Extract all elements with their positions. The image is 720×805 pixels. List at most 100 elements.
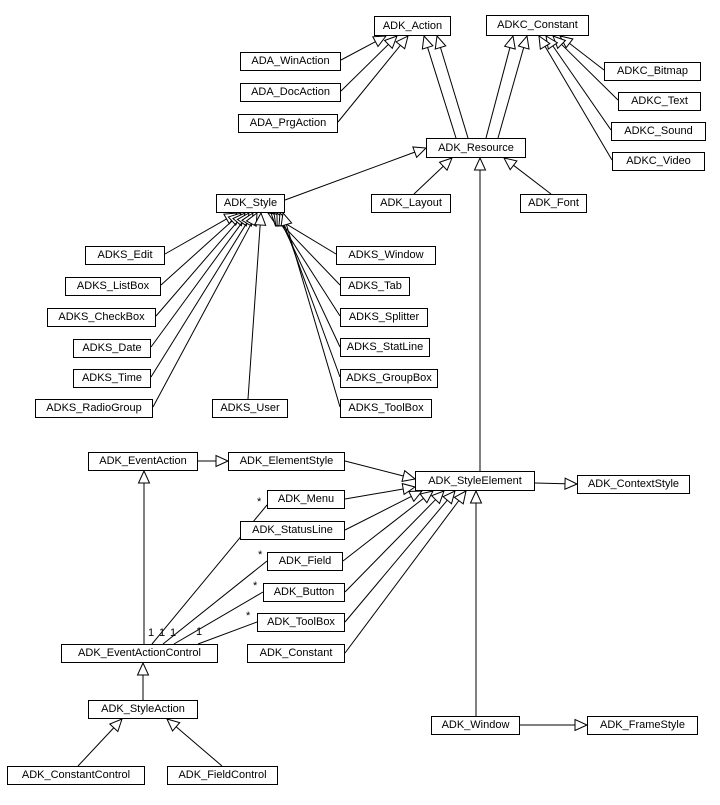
class-box-ADKS_RadioGroup: ADKS_RadioGroup [35, 399, 153, 418]
inheritance-arrowhead [395, 35, 409, 50]
inheritance-arrowhead [408, 490, 424, 503]
class-box-ADKC_Sound: ADKC_Sound [611, 122, 706, 141]
class-box-ADK_ContextStyle: ADK_ContextStyle [577, 475, 690, 494]
class-box-ADKC_Text: ADKC_Text [618, 92, 701, 111]
class-box-ADK_FieldControl: ADK_FieldControl [167, 766, 278, 785]
class-box-ADKS_ListBox: ADKS_ListBox [65, 277, 161, 296]
class-box-ADKC_Bitmap: ADKC_Bitmap [604, 62, 701, 81]
inheritance-edge-line [340, 44, 389, 92]
multiplicity-label: 1 [159, 627, 165, 639]
class-box-ADKC_Video: ADKC_Video [612, 152, 705, 171]
inheritance-edge-line [544, 46, 613, 161]
inheritance-edge-line [284, 151, 415, 201]
class-box-ADK_Resource: ADK_Resource [426, 138, 526, 158]
inheritance-edge-line [175, 726, 223, 767]
class-box-ADKS_Splitter: ADKS_Splitter [340, 308, 428, 327]
inheritance-arrowhead [574, 718, 589, 732]
inheritance-arrowhead [503, 157, 518, 171]
inheritance-edge-line [344, 499, 436, 593]
class-box-ADK_ElementStyle: ADK_ElementStyle [228, 452, 345, 471]
multiplicity-label: 1 [196, 626, 202, 638]
multiplicity-label: * [258, 549, 263, 561]
class-box-ADK_EventActionControl: ADK_EventActionControl [61, 644, 218, 663]
multiplicity-label: * [253, 580, 258, 592]
inheritance-edge-line [513, 164, 552, 195]
inheritance-edge-line [427, 47, 457, 139]
inheritance-arrowhead [434, 34, 447, 50]
multiplicity-label: * [246, 610, 251, 622]
inheritance-edge-line [337, 44, 401, 123]
class-box-ADK_Font: ADK_Font [520, 194, 587, 213]
inheritance-arrowhead [166, 718, 181, 732]
inheritance-edge-line [160, 220, 233, 286]
class-box-ADKS_Tab: ADKS_Tab [340, 277, 410, 296]
inheritance-edge-line [77, 727, 115, 767]
inheritance-edge-line [344, 488, 404, 500]
inheritance-edge-line [344, 495, 412, 531]
class-box-ADK_Style: ADK_Style [216, 194, 285, 213]
inheritance-edge-line [278, 221, 341, 286]
inheritance-arrowhead [421, 34, 434, 50]
inheritance-edge-line [569, 42, 605, 71]
class-box-ADKS_User: ADKS_User [212, 399, 288, 418]
class-box-ADK_ToolBox: ADK_ToolBox [257, 613, 345, 632]
association-edge-line [162, 560, 268, 645]
inheritance-edge-line [552, 45, 612, 131]
inheritance-arrowhead [401, 482, 417, 496]
inheritance-arrowhead [401, 469, 417, 482]
inheritance-edge-line [150, 222, 248, 378]
class-box-ADK_StyleAction: ADK_StyleAction [88, 700, 198, 719]
inheritance-edge-line [340, 41, 376, 61]
inheritance-arrowhead [438, 157, 453, 172]
inheritance-edge-line [561, 44, 619, 101]
class-box-ADKS_StatLine: ADKS_StatLine [340, 338, 430, 357]
inheritance-arrowhead [108, 718, 123, 733]
inheritance-arrowhead [136, 661, 150, 676]
class-box-ADK_Action: ADK_Action [374, 16, 451, 36]
inheritance-arrowhead [372, 35, 388, 48]
class-box-ADK_FrameStyle: ADK_FrameStyle [587, 716, 698, 735]
class-box-ADKS_Window: ADKS_Window [336, 246, 436, 265]
inheritance-edge-line [344, 460, 404, 477]
inheritance-arrowhead [430, 490, 445, 505]
inheritance-arrowhead [419, 490, 434, 504]
inheritance-edge-line [152, 223, 252, 408]
class-box-ADKC_Constant: ADKC_Constant [486, 15, 589, 36]
multiplicity-label: 1 [148, 627, 154, 639]
inheritance-arrowhead [412, 146, 428, 159]
inheritance-arrowhead [453, 490, 467, 505]
class-box-ADK_EventAction: ADK_EventAction [88, 452, 198, 471]
inheritance-arrowhead [469, 489, 483, 504]
class-box-ADA_PrgAction: ADA_PrgAction [238, 114, 338, 133]
class-box-ADK_Constant: ADK_Constant [247, 644, 345, 663]
inheritance-edge-line [344, 499, 448, 623]
inheritance-edge-line [155, 221, 238, 317]
inheritance-arrowhead [503, 34, 516, 50]
class-box-ADKS_Time: ADKS_Time [73, 369, 151, 388]
class-box-ADK_Layout: ADK_Layout [371, 194, 451, 213]
class-box-ADKS_CheckBox: ADKS_CheckBox [47, 308, 156, 327]
inheritance-arrowhead [383, 35, 398, 50]
multiplicity-label: * [257, 496, 262, 508]
class-box-ADK_ConstantControl: ADK_ConstantControl [7, 766, 145, 785]
inheritance-edge-line [485, 47, 511, 139]
association-edge-line [197, 621, 258, 645]
inheritance-edge-line [440, 47, 469, 139]
inheritance-edge-line [247, 224, 261, 400]
class-box-ADKS_ToolBox: ADKS_ToolBox [340, 399, 432, 418]
inheritance-arrowhead [517, 34, 530, 50]
inheritance-arrowhead [253, 211, 267, 226]
class-box-ADK_StyleElement: ADK_StyleElement [415, 471, 535, 491]
class-box-ADKS_Edit: ADKS_Edit [85, 246, 165, 265]
inheritance-edge-line [534, 482, 566, 485]
class-box-ADK_Button: ADK_Button [263, 583, 345, 602]
multiplicity-label: 1 [170, 627, 176, 639]
class-box-ADK_Menu: ADK_Menu [267, 490, 345, 509]
class-box-ADKS_Date: ADKS_Date [73, 339, 151, 358]
class-box-ADK_Window: ADK_Window [431, 716, 520, 735]
inheritance-edge-line [413, 165, 444, 195]
inheritance-edge-line [342, 497, 424, 562]
